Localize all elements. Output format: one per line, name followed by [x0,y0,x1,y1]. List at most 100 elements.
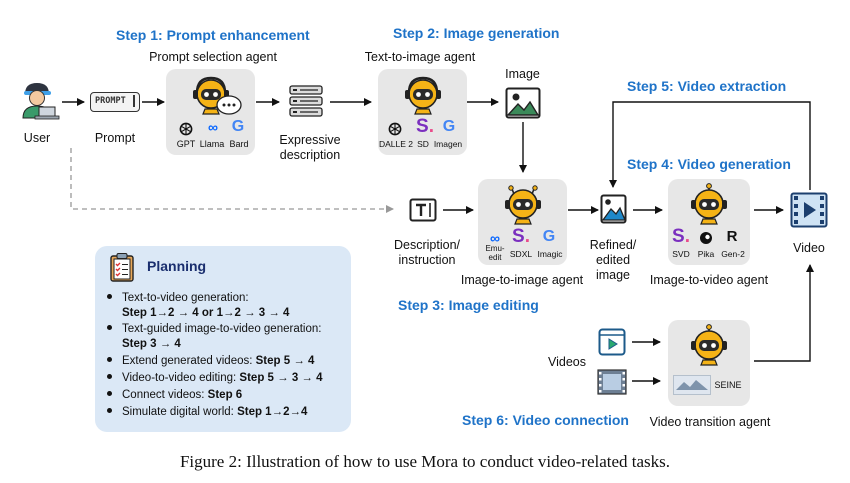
description-label-line1: Description/ [394,238,460,252]
figure-caption: Figure 2: Illustration of how to use Mor… [179,452,671,471]
model-gen2: Gen-2 [721,249,745,259]
video-transition-agent-label: Video transition agent [649,415,771,429]
google-logo-icon: G [231,118,245,135]
prompt-selection-agent-label: Prompt selection agent [149,50,277,64]
planning-item-2-steps: Step 3 → 4 [122,338,181,350]
model-emu-line2: edit [488,253,502,262]
planning-item-2-text: Text-guided image-to-video generation: [122,323,322,335]
planning-item-1-text: Text-to-video generation: [122,292,249,304]
prompt-selection-agent-card: ∞ G GPT Llama Bard [166,69,255,155]
speech-bubble-icon [216,95,242,115]
openai-logo-icon [388,122,402,136]
step-3-title: Step 3: Image editing [398,297,539,313]
planning-item-2: Text-guided image-to-video generation: [107,322,321,336]
robot-agent-icon [691,324,727,366]
planning-item-5: Connect videos: Step 6 [107,388,242,402]
planning-item-6: Simulate digital world: Step 1→2→4 [107,405,307,419]
model-imagic: Imagic [537,249,563,259]
planning-item-1-steps: Step 1→2 → 4 or 1→2 → 3 → 4 [122,307,290,319]
refined-edited-image-label: Refined/ edited image [582,238,644,283]
google-logo-icon: G [442,118,456,135]
step-4-title: Step 4: Video generation [627,156,791,172]
text-cursor-icon [409,198,437,222]
video-file-icon [790,192,828,228]
image-to-video-agent-card: S. R SVD Pika Gen-2 [668,179,750,265]
model-bard: Bard [229,139,249,149]
image-label: Image [505,67,540,81]
step-6-title: Step 6: Video connection [462,412,629,428]
prompt-label: Prompt [94,131,136,145]
description-label-line2: instruction [398,253,456,267]
videos-label: Videos [548,355,586,369]
arrow-video-extraction [609,101,811,190]
model-llama: Llama [199,139,225,149]
clipboard-icon [109,252,135,282]
image-to-image-agent-label: Image-to-image agent [460,273,584,287]
robot-agent-icon [193,76,229,115]
planning-title: Planning [147,258,207,274]
openai-logo-icon [179,122,193,136]
arrow-transition-video [754,264,814,362]
refined-image-icon [600,194,627,224]
user-at-laptop-icon [15,80,61,120]
google-logo-icon: G [542,228,556,245]
model-svd: SVD [672,249,690,259]
planning-item-4: Video-to-video editing: Step 5 → 3 → 4 [107,371,323,385]
model-seine: SEINE [714,380,742,390]
refined-label-line1: Refined/ [589,238,637,252]
model-gpt: GPT [176,139,196,149]
robot-agent-icon [405,76,441,115]
stability-logo-icon: S. [512,226,530,247]
meta-logo-icon: ∞ [490,230,500,246]
video-transition-agent-card: SEINE [668,320,750,406]
description-instruction-label: Description/ instruction [387,238,467,268]
image-to-image-agent-card: ∞ S. G Emu- edit SDXL Imagic [478,179,567,265]
planning-item-5-text: Connect videos: [122,389,208,401]
planning-item-6-text: Simulate digital world: [122,406,238,418]
robot-agent-icon [505,185,541,225]
step-2-title: Step 2: Image generation [393,25,560,41]
model-sd: SD [417,139,429,149]
arrow-user-description-dashed [70,148,394,213]
stability-logo-icon: S. [672,226,690,247]
model-pika: Pika [697,249,715,259]
model-emu-edit: Emu- edit [483,244,507,262]
text-to-image-agent-card: S. G DALLE 2 SD Imagen [378,69,467,155]
expressive-description-label: Expressive description [270,133,350,163]
planning-item-1: Text-to-video generation: [107,291,249,305]
seine-logo-icon [673,375,711,395]
step-5-title: Step 5: Video extraction [627,78,787,94]
meta-logo-icon: ∞ [208,119,218,135]
text-to-image-agent-label: Text-to-image agent [364,50,476,64]
model-dalle: DALLE 2 [379,139,414,149]
user-label: User [23,131,51,145]
image-icon [505,87,541,119]
model-sdxl: SDXL [509,249,533,259]
step-1-title: Step 1: Prompt enhancement [116,27,310,43]
prompt-box-text: PROMPT [95,96,126,106]
video-label: Video [793,241,825,255]
planning-item-3-steps: Step 5 → 4 [255,355,315,367]
prompt-box-icon: PROMPT [90,92,140,112]
expressive-label-line1: Expressive [279,133,341,147]
planning-item-3: Extend generated videos: Step 5 → 4 [107,354,314,368]
model-emu-line1: Emu- [485,244,505,253]
planning-item-3-text: Extend generated videos: [122,355,256,367]
image-to-video-agent-label: Image-to-video agent [649,273,769,287]
document-lines-icon [288,84,324,118]
film-strip-icon [597,369,627,395]
planning-item-5-steps: Step 6 [207,389,243,401]
refined-label-line3: image [595,268,631,282]
video-play-icon [598,328,626,356]
planning-item-6-steps: Step 1→2→4 [237,406,308,418]
planning-panel: Planning Text-to-video generation: Step … [95,246,351,432]
planning-item-4-text: Video-to-video editing: [122,372,240,384]
pika-logo-icon [700,232,712,244]
planning-item-4-steps: Step 5 → 3 → 4 [239,372,323,384]
robot-agent-icon [691,183,727,225]
refined-label-line2: edited [595,253,631,267]
runway-logo-icon: R [726,228,738,245]
stability-logo-icon: S. [416,116,434,137]
expressive-label-line2: description [279,148,341,162]
